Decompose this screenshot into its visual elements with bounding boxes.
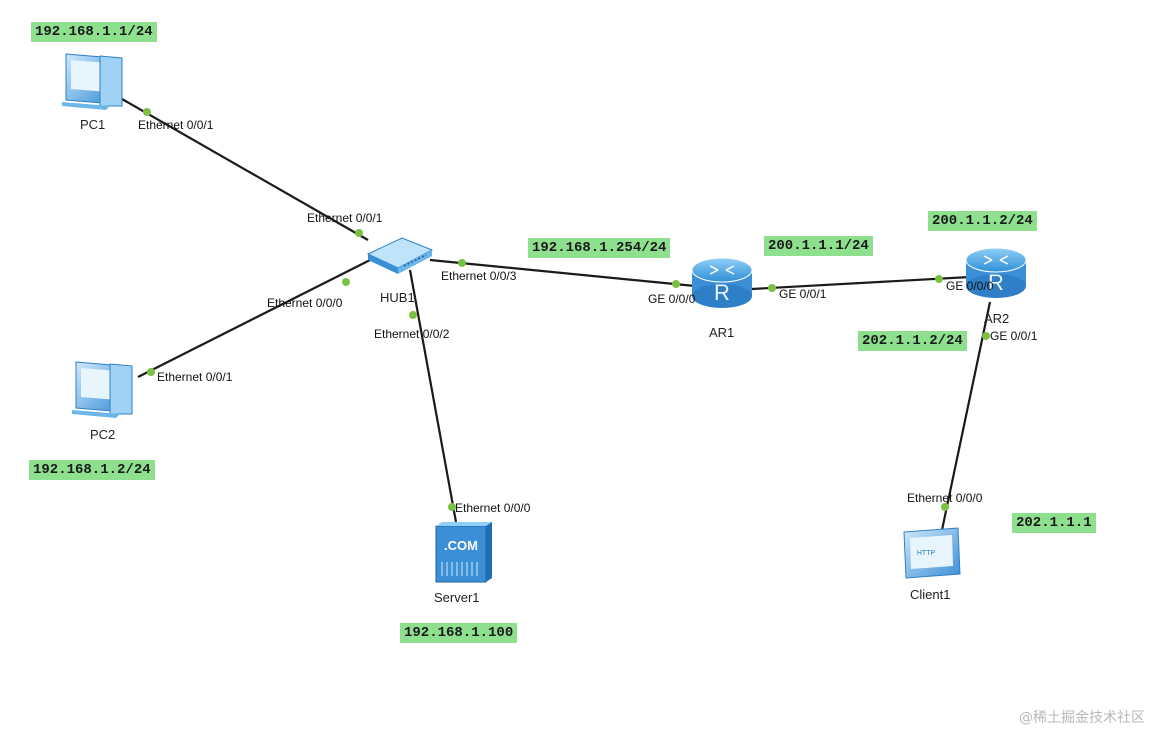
router-r-icon: R <box>988 270 1004 295</box>
pc-tower-icon <box>99 55 123 107</box>
port-dot <box>409 311 417 319</box>
pc-tower-icon <box>109 363 133 415</box>
ar2-label: AR2 <box>984 311 1010 326</box>
port-dot <box>342 278 350 286</box>
ip-label-ar2-lan: 202.1.1.2/24 <box>858 331 967 351</box>
port-dot <box>143 108 151 116</box>
port-label-pc1-eth: Ethernet 0/0/1 <box>138 118 214 132</box>
ip-label-pc2: 192.168.1.2/24 <box>29 460 155 480</box>
hub1-device[interactable] <box>366 237 434 274</box>
ar1-device[interactable]: R <box>691 257 753 308</box>
server-badge: .COM <box>444 538 478 553</box>
link-ar1-ar2[interactable] <box>751 275 971 291</box>
port-label-ar2-ge000: GE 0/0/0 <box>946 279 994 293</box>
port-dot <box>355 229 363 237</box>
port-label-hub-pc1: Ethernet 0/0/1 <box>307 211 383 225</box>
router-top-icon <box>965 247 1027 273</box>
link-pc1-hub1[interactable] <box>121 98 369 241</box>
port-label-ar2-ge001: GE 0/0/1 <box>990 329 1038 343</box>
pc-keyboard-icon <box>72 410 120 418</box>
port-label-server-eth: Ethernet 0/0/0 <box>455 501 531 515</box>
port-label-pc2-eth: Ethernet 0/0/1 <box>157 370 233 384</box>
ip-label-ar2-wan: 200.1.1.2/24 <box>928 211 1037 231</box>
pc2-label: PC2 <box>90 427 116 442</box>
router-r-icon: R <box>714 280 730 305</box>
port-dot <box>982 332 990 340</box>
hub1-label: HUB1 <box>380 290 415 305</box>
link-pc2-hub1[interactable] <box>137 255 379 378</box>
link-hub1-server1[interactable] <box>408 269 458 523</box>
ip-label-ar1-wan: 200.1.1.1/24 <box>764 236 873 256</box>
pc2-device[interactable] <box>72 361 133 418</box>
server1-device[interactable]: .COM <box>435 522 492 583</box>
watermark: @稀土掘金技术社区 <box>1019 710 1145 726</box>
port-label-ar1-ge000: GE 0/0/0 <box>648 292 696 306</box>
port-dot <box>672 280 680 288</box>
server-icon <box>435 525 487 583</box>
hub-ports-icon <box>403 254 427 267</box>
ar2-device[interactable]: R <box>965 247 1027 298</box>
pc1-device[interactable] <box>62 53 123 110</box>
ip-label-client1: 202.1.1.1 <box>1012 513 1096 533</box>
pc1-label: PC1 <box>80 117 106 132</box>
port-label-ar1-ge001: GE 0/0/1 <box>779 287 827 301</box>
port-dot <box>448 503 456 511</box>
link-hub1-ar1[interactable] <box>429 258 696 288</box>
port-dot <box>941 503 949 511</box>
router-bottom-icon <box>966 274 1026 298</box>
pc-screen-icon <box>71 60 108 92</box>
port-dot <box>147 368 155 376</box>
router-top-icon <box>691 257 753 283</box>
pc-screen-icon <box>81 368 118 400</box>
server-top-icon <box>436 522 492 526</box>
port-dot <box>935 275 943 283</box>
pc-keyboard-icon <box>62 102 110 110</box>
ip-label-ar1-lan: 192.168.1.254/24 <box>528 238 671 258</box>
links <box>121 98 992 531</box>
port-label-hub-pc2: Ethernet 0/0/0 <box>267 296 343 310</box>
hub-side-icon <box>368 254 398 274</box>
client1-label: Client1 <box>910 587 951 602</box>
link-ar2-client1[interactable] <box>940 301 992 531</box>
ip-label-pc1: 192.168.1.1/24 <box>31 22 157 42</box>
port-dots <box>143 108 990 511</box>
router-bottom-icon <box>692 284 752 308</box>
port-dot <box>458 259 466 267</box>
ip-label-server1: 192.168.1.100 <box>400 623 518 643</box>
server-side-icon <box>486 522 492 582</box>
ar1-label: AR1 <box>709 325 735 340</box>
port-label-client-eth: Ethernet 0/0/0 <box>907 491 983 505</box>
port-label-hub-ar1: Ethernet 0/0/3 <box>441 269 517 283</box>
server1-label: Server1 <box>434 590 480 605</box>
client-badge: HTTP <box>917 550 936 557</box>
port-dot <box>768 284 776 292</box>
client1-device[interactable]: HTTP <box>903 527 961 579</box>
port-label-hub-server: Ethernet 0/0/2 <box>374 327 450 341</box>
client-screen-icon <box>910 535 953 569</box>
